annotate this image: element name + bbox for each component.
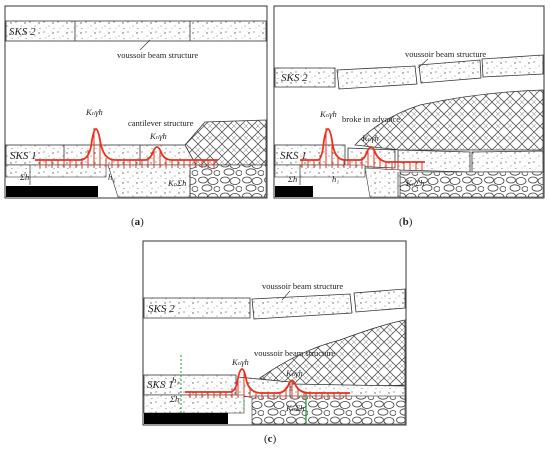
panel-a-label-h1: h₁ xyxy=(108,172,115,182)
panel-c-label-peak1: Kₙγh xyxy=(231,357,249,367)
panel-c-label-peak2: Kₙγh xyxy=(285,368,303,378)
panel-b-stress-curve xyxy=(300,128,425,163)
panel-b: SKS 2 SKS 1 voussoir beam structure brok… xyxy=(273,5,545,199)
panel-b-coal-seam xyxy=(275,186,313,197)
panel-c-label-voussoir-lower: voussoir beam structure xyxy=(254,348,335,358)
panel-b-label-sumh: Σh xyxy=(287,174,297,184)
panel-a-sks2-layer xyxy=(5,20,267,42)
panel-c: SKS 2 SKS 1 voussoir beam structure vous… xyxy=(142,240,407,426)
panel-a-label-peak1: Kₙγh xyxy=(85,107,103,117)
panel-a-label-sks1: SKS 1 xyxy=(10,150,37,162)
panel-c-coal-seam xyxy=(144,413,228,424)
panel-c-label-ksumh: KₙΣh xyxy=(285,403,304,413)
panel-a-coal-seam xyxy=(6,186,98,197)
panel-b-label-broke: broke in advance xyxy=(342,114,400,124)
panel-c-lower-layer xyxy=(143,394,245,414)
panel-b-label-peak1: Kₙγh xyxy=(319,109,337,119)
panel-a-label-ksumh: KₙΣh xyxy=(167,178,186,188)
panel-b-label-sks1: SKS 1 xyxy=(280,150,307,162)
panel-a-label-voussoir: voussoir beam structure xyxy=(117,50,198,60)
caption-c: (c) xyxy=(264,433,277,445)
panel-b-caved-zone xyxy=(354,89,544,151)
panel-a-rubble xyxy=(189,164,267,198)
panel-b-label-voussoir: voussoir beam structure xyxy=(405,49,486,59)
panel-a-stress-ticks xyxy=(39,128,215,168)
caption-b: (b) xyxy=(399,216,413,228)
panel-c-caved-zone xyxy=(259,319,406,391)
panel-a-caved-zone xyxy=(184,119,267,166)
panel-c-rubble xyxy=(251,395,406,425)
panel-a-label-cantilever: cantilever structure xyxy=(128,118,194,128)
panel-a: SKS 2 SKS 1 voussoir beam structure cant… xyxy=(4,5,268,199)
panel-c-label-h1: h₁ xyxy=(172,375,179,385)
panel-b-label-h1: h₁ xyxy=(332,174,339,184)
panel-a-label-peak2: Kₙγh xyxy=(149,131,167,141)
panel-c-label-sumh: Σh xyxy=(169,394,179,404)
caption-a: (a) xyxy=(131,216,144,228)
panel-a-lower-layer xyxy=(5,164,107,178)
panel-b-label-peak2: Kₙγh xyxy=(361,133,379,143)
panel-a-label-sumh: Σh xyxy=(19,172,29,182)
panel-c-sks2-layer xyxy=(143,297,251,319)
panel-c-label-sks2: SKS 2 xyxy=(148,303,175,315)
panel-a-label-sks2: SKS 2 xyxy=(9,26,36,38)
panel-b-label-ksumh: KₙΣh xyxy=(405,178,424,188)
panel-c-label-sks1: SKS 1 xyxy=(147,379,174,391)
panel-b-rubble xyxy=(399,171,544,198)
panel-c-stress-ticks xyxy=(189,370,347,399)
panel-b-label-sks2: SKS 2 xyxy=(281,72,308,84)
panel-b-stress-ticks xyxy=(301,128,423,170)
panel-b-sks2-layer xyxy=(274,67,336,88)
panel-c-label-voussoir: voussoir beam structure xyxy=(262,281,343,291)
